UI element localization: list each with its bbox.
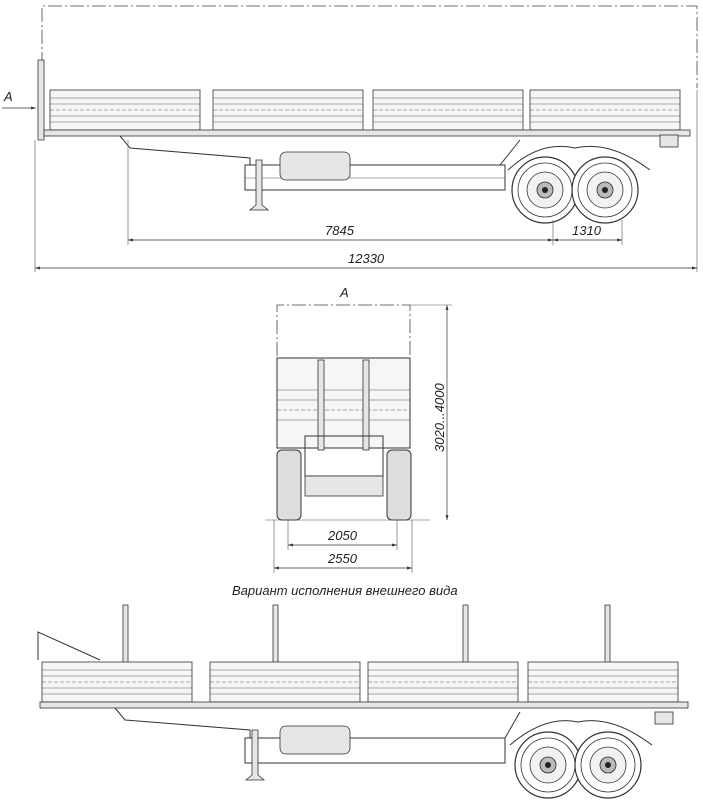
variant-wheel-axle-1 — [514, 731, 582, 799]
rear-light — [659, 134, 679, 148]
stake-right — [362, 359, 370, 451]
variant-wheel-axle-2 — [574, 731, 642, 799]
rear-view: A 3020...4000 2050 2550 Вар — [232, 285, 458, 598]
variant-chassis-frame — [244, 737, 506, 764]
tarp-outline — [41, 5, 698, 88]
sideboards — [49, 89, 681, 131]
fender — [507, 145, 651, 171]
wheel-axle-2 — [571, 156, 639, 224]
dim-label-7845: 7845 — [325, 223, 355, 238]
variant-side-view — [37, 604, 689, 799]
rear-wheel-right — [386, 449, 412, 521]
dim-label-12330: 12330 — [348, 251, 385, 266]
dimension-2050: 2050 — [287, 520, 398, 550]
stake-left — [317, 359, 325, 451]
dim-label-1310: 1310 — [572, 223, 602, 238]
variant-gooseneck — [114, 707, 521, 739]
stakes — [122, 604, 611, 666]
variant-caption: Вариант исполнения внешнего вида — [232, 583, 458, 598]
dimension-7845: 7845 1310 — [127, 140, 623, 245]
dim-label-2050: 2050 — [327, 528, 358, 543]
variant-fender — [509, 720, 653, 746]
view-marker-label: A — [3, 89, 13, 104]
variant-rear-light — [654, 711, 674, 725]
variant-landing-gear — [244, 729, 266, 781]
front-headboard — [37, 631, 101, 661]
dimension-12330: 12330 — [34, 90, 698, 272]
variant-deck-floor — [39, 701, 689, 709]
landing-gear — [248, 159, 270, 211]
dim-label-2550: 2550 — [327, 551, 358, 566]
side-view: A 7845 1310 1 — [2, 5, 698, 272]
view-a-arrow: A — [2, 89, 36, 110]
spare-wheel — [279, 151, 351, 181]
rear-view-label: A — [339, 285, 349, 300]
rear-bumper — [304, 475, 384, 497]
chassis-frame — [244, 164, 506, 191]
rear-tarp-outline — [276, 304, 411, 378]
variant-spare-wheel — [279, 725, 351, 755]
gooseneck — [119, 135, 521, 166]
dimension-height: 3020...4000 — [410, 304, 452, 520]
dimension-2550: 2550 — [273, 520, 413, 573]
rear-wheel-left — [276, 449, 302, 521]
rear-headboard — [276, 357, 411, 449]
wheel-axle-1 — [511, 156, 579, 224]
variant-sideboards — [41, 661, 679, 703]
dim-label-height: 3020...4000 — [432, 383, 447, 452]
front-panel — [37, 59, 45, 141]
deck-floor — [43, 129, 691, 137]
